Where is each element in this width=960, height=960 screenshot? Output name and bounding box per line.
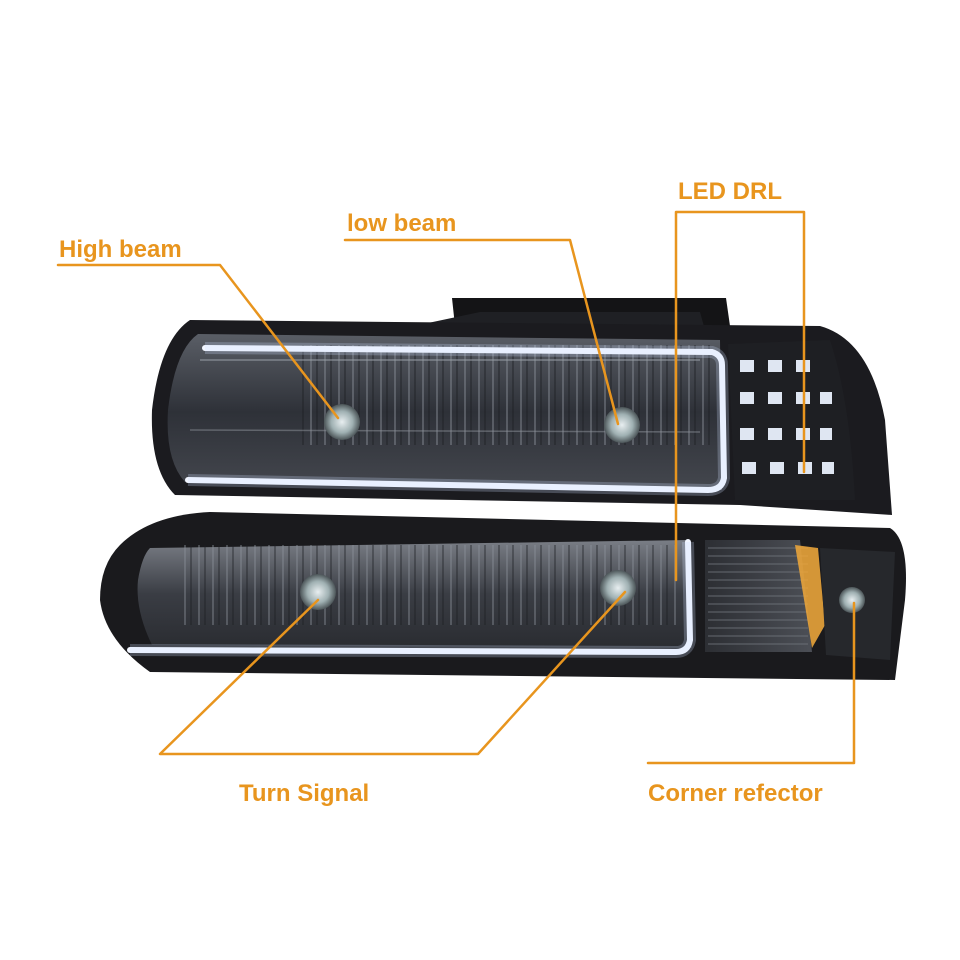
turn-signal-bulb-right: [600, 570, 636, 606]
corner-reflector-bulb: [839, 587, 865, 613]
high-beam-label: High beam: [59, 236, 182, 263]
headlight-drl-tube: [185, 345, 728, 494]
turn-signal-label: Turn Signal: [239, 780, 370, 807]
turn-signal-bulb-left: [300, 574, 336, 610]
led-drl-label: LED DRL: [678, 178, 782, 205]
high-beam-callout-line: [56, 263, 340, 420]
bumper-drl-tube: [127, 539, 694, 656]
amber-reflector: [795, 545, 825, 648]
corner-reflector-label: Corner refector: [648, 780, 823, 807]
led-drl-block: [728, 340, 855, 500]
led-drl-callout-line: [674, 210, 806, 582]
turn-signal-callout-line: [158, 590, 627, 756]
high-beam-bulb: [324, 404, 360, 440]
low-beam-label: low beam: [347, 210, 457, 237]
low-beam-callout-line: [343, 238, 620, 426]
bumper-light-housing: [100, 512, 906, 680]
low-beam-bulb: [604, 407, 640, 443]
corner-reflector-callout-line: [646, 601, 856, 765]
headlight-housing: [151, 320, 892, 515]
